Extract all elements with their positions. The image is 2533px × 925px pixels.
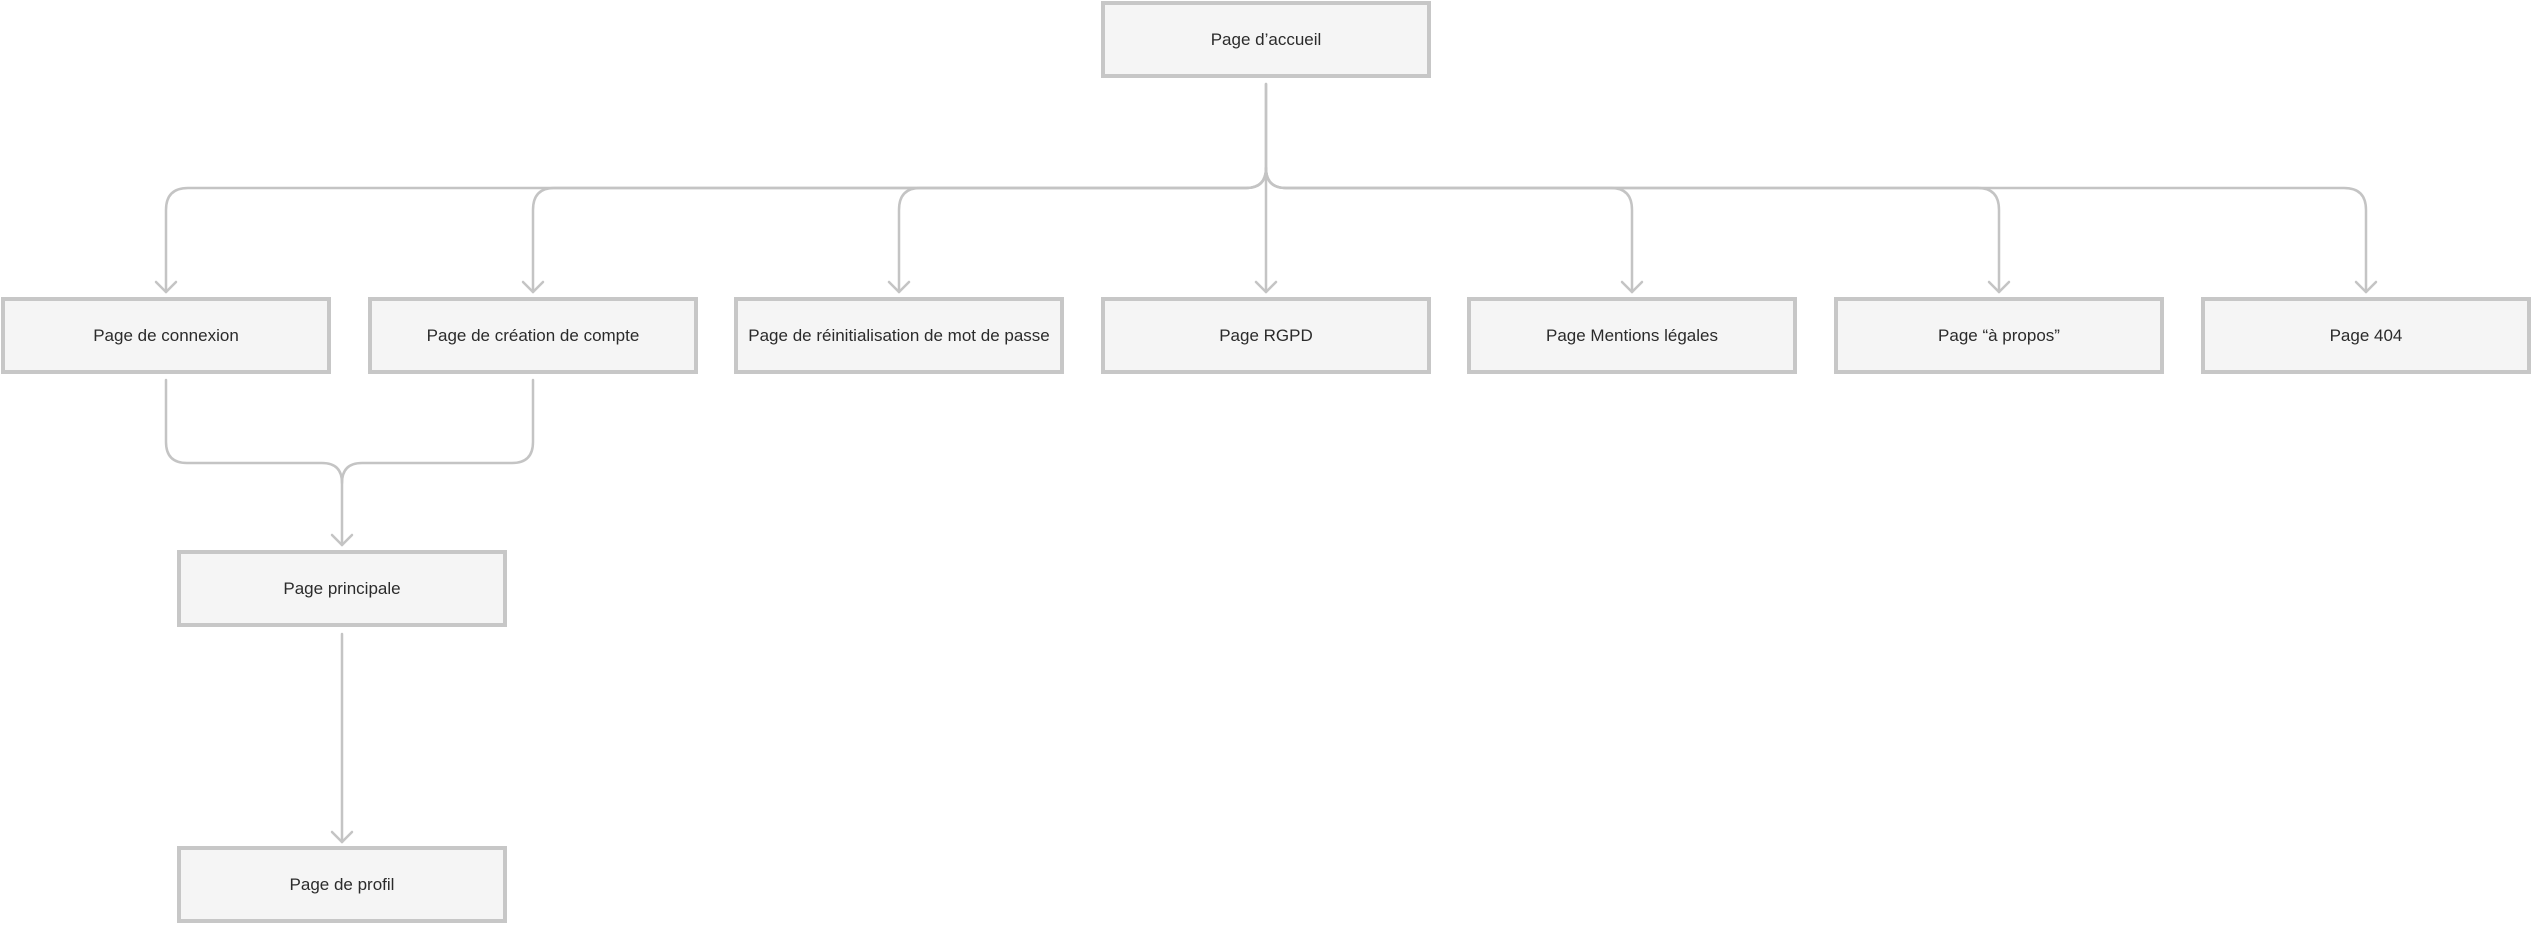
- node-profil: Page de profil: [177, 846, 507, 923]
- node-connexion: Page de connexion: [1, 297, 331, 374]
- edge-connexion-principale: [164, 378, 344, 547]
- node-profil-label: Page de profil: [289, 874, 395, 894]
- node-reinitialisation-label: Page de réinitialisation de mot de passe: [748, 325, 1050, 345]
- node-reinitialisation: Page de réinitialisation de mot de passe: [734, 297, 1064, 374]
- edge-accueil-mentions: [1264, 166, 1634, 294]
- node-rgpd: Page RGPD: [1101, 297, 1431, 374]
- node-accueil-label: Page d’accueil: [1210, 29, 1322, 49]
- arrow-head-principale: [330, 533, 354, 547]
- arrow-head-connexion: [154, 280, 178, 294]
- node-connexion-label: Page de connexion: [93, 325, 239, 345]
- arrow-head-profil: [330, 830, 354, 844]
- arrow-head-404: [2354, 280, 2378, 294]
- arrow-head-reinit: [887, 280, 911, 294]
- node-mentions-legales-label: Page Mentions légales: [1545, 325, 1718, 345]
- edge-creation-principale: [340, 378, 535, 485]
- arrow-head-mentions: [1620, 280, 1644, 294]
- node-accueil: Page d’accueil: [1101, 1, 1431, 78]
- node-principale-label: Page principale: [283, 578, 401, 598]
- node-404-label: Page 404: [2329, 325, 2403, 345]
- node-mentions-legales: Page Mentions légales: [1467, 297, 1797, 374]
- edge-accueil-404: [1264, 166, 2368, 294]
- node-a-propos-label: Page “à propos”: [1938, 325, 2060, 345]
- node-a-propos: Page “à propos”: [1834, 297, 2164, 374]
- node-principale: Page principale: [177, 550, 507, 627]
- arrow-head-creation: [521, 280, 545, 294]
- arrow-head-rgpd: [1254, 280, 1278, 294]
- edge-accueil-reinit: [897, 166, 1268, 294]
- node-rgpd-label: Page RGPD: [1219, 325, 1313, 345]
- node-404: Page 404: [2201, 297, 2531, 374]
- node-creation-compte-label: Page de création de compte: [426, 325, 640, 345]
- arrow-head-apropos: [1987, 280, 2011, 294]
- node-creation-compte: Page de création de compte: [368, 297, 698, 374]
